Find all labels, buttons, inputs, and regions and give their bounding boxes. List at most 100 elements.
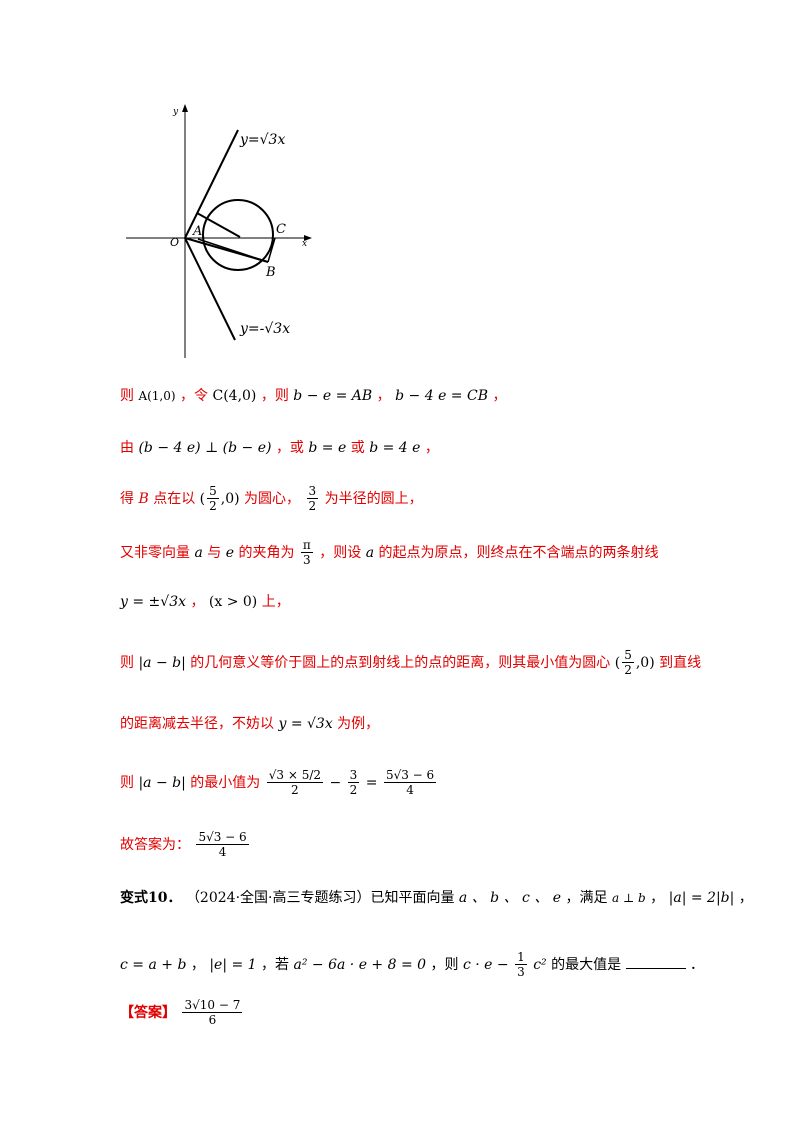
text: 点在以 [153, 490, 196, 507]
text: 由 [120, 440, 134, 456]
condition-equation: a² − 6a · e + 8 = 0 [293, 956, 427, 973]
label-b: B [265, 265, 276, 280]
text: ， [650, 890, 665, 906]
numerator: 3 [347, 768, 360, 784]
segment-ab [197, 238, 269, 263]
vector-eq-cb: b − 4 e = CB [395, 388, 488, 404]
denominator: 4 [406, 783, 414, 798]
denominator: 2 [624, 663, 632, 678]
denominator: 2 [291, 783, 299, 798]
expr-b-eq-e: b = e [308, 440, 347, 456]
text: ，若 [261, 956, 290, 973]
text: 故答案为： [120, 836, 190, 853]
ray-lower [184, 237, 236, 341]
magnitude-condition: |a| = 2|b| [668, 890, 735, 906]
circle [202, 199, 274, 271]
denominator: 6 [208, 1013, 217, 1028]
label-c: C [276, 222, 286, 237]
answer-label: 【答案】 [120, 1004, 176, 1021]
vector-e: e [225, 544, 235, 561]
paren: ,0) [635, 654, 655, 671]
abs-a-minus-b: |a − b| [138, 654, 186, 671]
c-squared: c² [533, 956, 547, 973]
numerator: 5√3 − 6 [196, 830, 249, 846]
geometry-figure: y x O A B C y=√3x y=-√3x [126, 104, 312, 358]
text: 与 [207, 544, 222, 561]
text: 又非零向量 [120, 544, 190, 561]
text: 的最大值是 [551, 956, 622, 973]
solution-line-1: 则 A(1,0) ，令 C(4,0) ，则 b − e = AB ， b − 4… [120, 388, 506, 405]
segment-perpendicular [196, 212, 241, 238]
label-y: y [172, 107, 179, 117]
segment-cb [267, 237, 276, 263]
numerator: 5 [622, 648, 634, 664]
text: ， [424, 440, 439, 456]
text: 则 [120, 774, 134, 791]
text: ，或 [275, 440, 304, 456]
denominator: 3 [517, 965, 525, 980]
point-b: B [138, 490, 149, 507]
text: ， [738, 890, 753, 906]
solution-line-2: 由 (b − 4 e) ⊥ (b − e) ，或 b = e 或 b = 4 e… [120, 440, 439, 457]
vector-list: a 、 b 、 c 、 e [458, 890, 562, 906]
expr-b-eq-4e: b = 4 e [369, 440, 421, 456]
point-a-math: A(1,0) [138, 389, 176, 403]
ray-upper [184, 129, 239, 239]
abs-a-minus-b: |a − b| [138, 774, 186, 791]
perpendicular-expr: (b − 4 e) ⊥ (b − e) [138, 440, 272, 456]
text: ，满足 [565, 890, 608, 906]
text: 的几何意义等价于圆上的点到射线上的点的距离，则其最小值为圆心 [190, 654, 611, 671]
text: 到直线 [659, 654, 702, 671]
paren: ,0) [220, 490, 240, 507]
text: 的夹角为 [238, 544, 295, 561]
denominator: 2 [308, 499, 317, 514]
perpendicular-condition: a ⊥ b [611, 891, 646, 905]
c-definition: c = a + b [120, 956, 187, 973]
label-line-lower: y=-√3x [239, 321, 290, 337]
solution-line-6: 则 |a − b| 的几何意义等价于圆上的点到射线上的点的距离，则其最小值为圆心… [120, 648, 701, 678]
text: 为圆心， [244, 490, 301, 507]
answer-blank [625, 967, 686, 969]
text: ， [492, 388, 507, 404]
problem-line-2: c = a + b ， |e| = 1 ，若 a² − 6a · e + 8 =… [120, 950, 704, 980]
text: ． [690, 956, 704, 973]
text: 则 [120, 654, 134, 671]
numerator: √3 × 5/2 [266, 768, 324, 784]
line-equation: y = √3x [278, 716, 333, 732]
label-line-upper: y=√3x [239, 132, 285, 148]
problem-line-1: 变式10． （2024·全国·高三专题练习）已知平面向量 a 、 b 、 c 、… [120, 890, 753, 907]
text: ，则设 [319, 544, 362, 561]
text: 的距离减去半径，不妨以 [120, 716, 274, 732]
text: 得 [120, 490, 134, 507]
target-expression: c · e − [462, 956, 509, 973]
text: ， [376, 388, 391, 404]
text: 或 [350, 440, 365, 456]
text: ， [190, 594, 205, 610]
x-axis-arrow [304, 235, 312, 241]
numerator: 3√10 − 7 [182, 998, 243, 1014]
label-o: O [170, 236, 179, 249]
e-magnitude: |e| = 1 [209, 956, 257, 973]
vector-eq-ab: b − e = AB [293, 388, 373, 404]
text: ，则 [260, 388, 289, 404]
text: 为半径的圆上， [324, 490, 423, 507]
text: （2024·全国·高三专题练习）已知平面向量 [185, 890, 455, 906]
numerator: 1 [515, 950, 527, 966]
text: 则 [120, 388, 134, 404]
domain-condition: (x > 0) [208, 594, 258, 610]
solution-line-7: 的距离减去半径，不妨以 y = √3x 为例， [120, 716, 379, 733]
y-axis-arrow [182, 104, 188, 112]
text: ， [190, 956, 205, 973]
denominator: 4 [218, 845, 227, 860]
